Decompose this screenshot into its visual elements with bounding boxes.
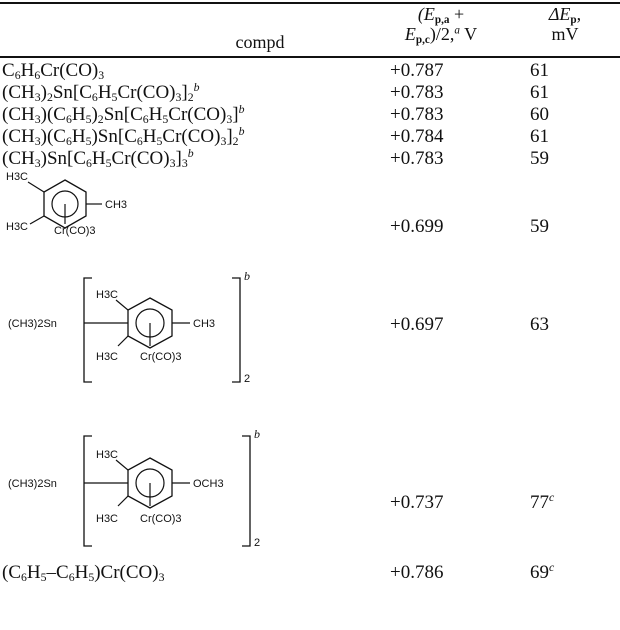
e-2a: E (404, 24, 416, 44)
potential-6: +0.699 (390, 216, 444, 237)
mes-h3c-bot: H3C (6, 221, 28, 233)
delta-8-value: 77 (530, 492, 549, 513)
potential-8: +0.737 (390, 492, 444, 513)
tin1-ch3: CH3 (193, 318, 215, 330)
tin1-sn: (CH3)2Sn (8, 318, 57, 330)
tin2-sn: (CH3)2Sn (8, 478, 57, 490)
tin1-h3c-bot: H3C (96, 351, 118, 363)
compound-4: (CH3)(C6H5)Sn[C6H5Cr(CO)3]2b (2, 124, 245, 148)
mes-h3c-top: H3C (6, 171, 28, 183)
potential-9: +0.786 (390, 562, 444, 583)
e-plus: + (449, 4, 465, 24)
table-top-rule (0, 2, 620, 4)
delta-6: 59 (530, 216, 549, 237)
tin2-cr: Cr(CO)3 (140, 513, 182, 525)
delta-8: 77c (530, 492, 554, 514)
de-text: ΔE (548, 4, 571, 24)
compound-1: C6H6Cr(CO)3 (2, 60, 105, 82)
header-potential: (Ep,a + Ep,c)/2,a V (376, 4, 506, 46)
tin-anisyl-diagram: (CH3)2Sn H3C OCH3 H3C Cr(CO)3 2 b (8, 427, 260, 549)
tin-mesityl-diagram: (CH3)2Sn H3C CH3 H3C Cr(CO)3 2 b (8, 269, 250, 385)
e-open: (E (417, 4, 435, 24)
header-compd: compd (210, 32, 310, 52)
mesitylene-diagram: H3C CH3 H3C Cr(CO)3 (6, 171, 127, 237)
header-delta: ΔEp, mV (530, 4, 600, 44)
potential-4: +0.784 (390, 126, 444, 147)
mes-cr: Cr(CO)3 (54, 225, 96, 237)
delta-5: 59 (530, 148, 549, 169)
tin2-note: b (254, 427, 260, 441)
potential-7: +0.697 (390, 314, 444, 335)
delta-7: 63 (530, 314, 549, 335)
de-sub: p (570, 13, 577, 26)
delta-1: 61 (530, 60, 549, 81)
structure-tin-mesityl: (CH3)2Sn H3C CH3 H3C Cr(CO)3 2 b (0, 269, 320, 390)
delta-3: 60 (530, 104, 549, 125)
potential-2: +0.783 (390, 82, 444, 103)
compound-3: (CH3)(C6H5)2Sn[C6H5Cr(CO)3]b (2, 102, 245, 126)
potential-3: +0.783 (390, 104, 444, 125)
delta-2: 61 (530, 82, 549, 103)
potential-5: +0.783 (390, 148, 444, 169)
tin2-och3: OCH3 (193, 478, 224, 490)
header-potential-line1: (Ep,a + (376, 4, 506, 26)
potential-1: +0.787 (390, 60, 444, 81)
delta-8-note: c (549, 490, 555, 504)
e-sup: a (454, 24, 460, 37)
compound-5: (CH3)Sn[C6H5Cr(CO)3]3b (2, 146, 194, 170)
e-sub2: p,c (415, 33, 430, 46)
tin2-h3c-bot: H3C (96, 513, 118, 525)
de-comma: , (576, 4, 582, 24)
table-header-rule (0, 56, 620, 58)
compound-9: (C6H5–C6H5)Cr(CO)3 (2, 562, 165, 584)
tin2-sub: 2 (254, 537, 260, 549)
tin2-h3c-top: H3C (96, 449, 118, 461)
structure-mesitylene: H3C CH3 H3C Cr(CO)3 (0, 171, 200, 237)
compound-2: (CH3)2Sn[C6H5Cr(CO)3]2b (2, 80, 200, 104)
mes-ch3: CH3 (105, 199, 127, 211)
e-unit: V (459, 24, 478, 44)
header-potential-line2: Ep,c)/2,a V (376, 24, 506, 46)
tin1-sub: 2 (244, 373, 250, 385)
delta-9-value: 69 (530, 562, 549, 583)
tin1-cr: Cr(CO)3 (140, 351, 182, 363)
tin1-note: b (244, 269, 250, 283)
structure-tin-anisyl: (CH3)2Sn H3C OCH3 H3C Cr(CO)3 2 b (0, 427, 320, 553)
delta-9-note: c (549, 560, 555, 574)
delta-4: 61 (530, 126, 549, 147)
header-delta-line1: ΔEp, (530, 4, 600, 26)
e-2b: )/2, (429, 24, 455, 44)
e-sub1: p,a (434, 13, 450, 26)
tin1-h3c-top: H3C (96, 289, 118, 301)
header-compd-text: compd (235, 32, 285, 52)
header-delta-unit: mV (551, 24, 579, 44)
delta-9: 69c (530, 562, 554, 584)
